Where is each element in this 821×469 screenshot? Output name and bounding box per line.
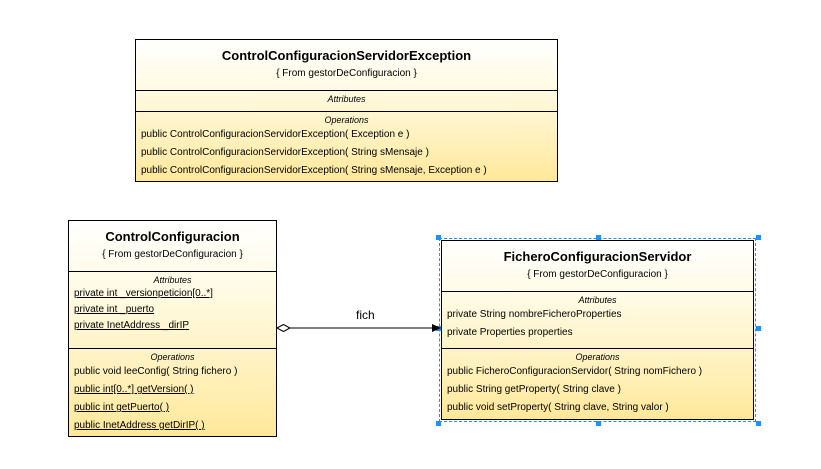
attribute-item[interactable]: private InetAddress _dirIP xyxy=(74,320,190,331)
operations-compartment: Operations public void leeConfig( String… xyxy=(69,349,276,437)
resize-handle-top[interactable] xyxy=(596,235,601,240)
operations-compartment: Operations public FicheroConfiguracionSe… xyxy=(442,349,753,419)
arrowhead-icon xyxy=(432,324,441,332)
attribute-item[interactable]: private String nombreFicheroProperties xyxy=(447,309,622,320)
class-control-configuracion-servidor-exception[interactable]: ControlConfiguracionServidorException { … xyxy=(135,39,558,182)
operations-compartment: Operations public ControlConfiguracionSe… xyxy=(136,112,557,182)
operation-item[interactable]: public FicheroConfiguracionServidor( Str… xyxy=(447,366,703,377)
resize-handle-bottom-right[interactable] xyxy=(756,421,761,426)
association-label[interactable]: fich xyxy=(356,308,375,322)
resize-handle-top-right[interactable] xyxy=(756,235,761,240)
class-package: { From gestorDeConfiguracion } xyxy=(527,269,668,280)
attributes-compartment: Attributes private int _versionpeticion[… xyxy=(69,272,276,349)
operations-title: Operations xyxy=(324,115,369,125)
class-header: ControlConfiguracion { From gestorDeConf… xyxy=(69,221,276,272)
class-fichero-configuracion-servidor[interactable]: FicheroConfiguracionServidor { From gest… xyxy=(439,238,756,422)
operation-item[interactable]: public ControlConfiguracionServidorExcep… xyxy=(141,147,429,158)
class-package: { From gestorDeConfiguracion } xyxy=(102,249,243,260)
class-control-configuracion[interactable]: ControlConfiguracion { From gestorDeConf… xyxy=(68,220,277,437)
class-header: FicheroConfiguracionServidor { From gest… xyxy=(442,241,753,292)
attributes-compartment: Attributes private String nombreFicheroP… xyxy=(442,292,753,349)
class-name: FicheroConfiguracionServidor xyxy=(503,249,692,264)
attribute-item[interactable]: private int _versionpeticion[0..*] xyxy=(74,288,213,299)
attributes-title: Attributes xyxy=(153,275,192,285)
class-package: { From gestorDeConfiguracion } xyxy=(276,68,417,79)
class-header: ControlConfiguracionServidorException { … xyxy=(136,40,557,91)
operation-item[interactable]: public InetAddress getDirIP( ) xyxy=(74,420,205,431)
operation-item[interactable]: public void setProperty( String clave, S… xyxy=(447,402,669,413)
operation-item[interactable]: public void leeConfig( String fichero ) xyxy=(74,366,238,377)
operation-item[interactable]: public int[0..*] getVersion( ) xyxy=(74,384,194,395)
attributes-compartment: Attributes xyxy=(136,91,557,112)
attributes-title: Attributes xyxy=(578,295,617,305)
attribute-item[interactable]: private int _puerto xyxy=(74,304,155,315)
resize-handle-top-left[interactable] xyxy=(436,235,441,240)
operation-item[interactable]: public int getPuerto( ) xyxy=(74,402,170,413)
resize-handle-bottom-left[interactable] xyxy=(436,421,441,426)
class-name: ControlConfiguracion xyxy=(105,229,240,244)
aggregation-diamond-icon xyxy=(275,323,292,333)
operation-item[interactable]: public ControlConfiguracionServidorExcep… xyxy=(141,129,410,140)
class-name: ControlConfiguracionServidorException xyxy=(221,48,472,63)
attribute-item[interactable]: private Properties properties xyxy=(447,327,573,338)
resize-handle-bottom[interactable] xyxy=(596,421,601,426)
resize-handle-right[interactable] xyxy=(756,326,761,331)
attributes-title: Attributes xyxy=(327,94,366,104)
operation-item[interactable]: public ControlConfiguracionServidorExcep… xyxy=(141,165,487,176)
operation-item[interactable]: public String getProperty( String clave … xyxy=(447,384,621,395)
operations-title: Operations xyxy=(575,352,620,362)
operations-title: Operations xyxy=(150,352,195,362)
